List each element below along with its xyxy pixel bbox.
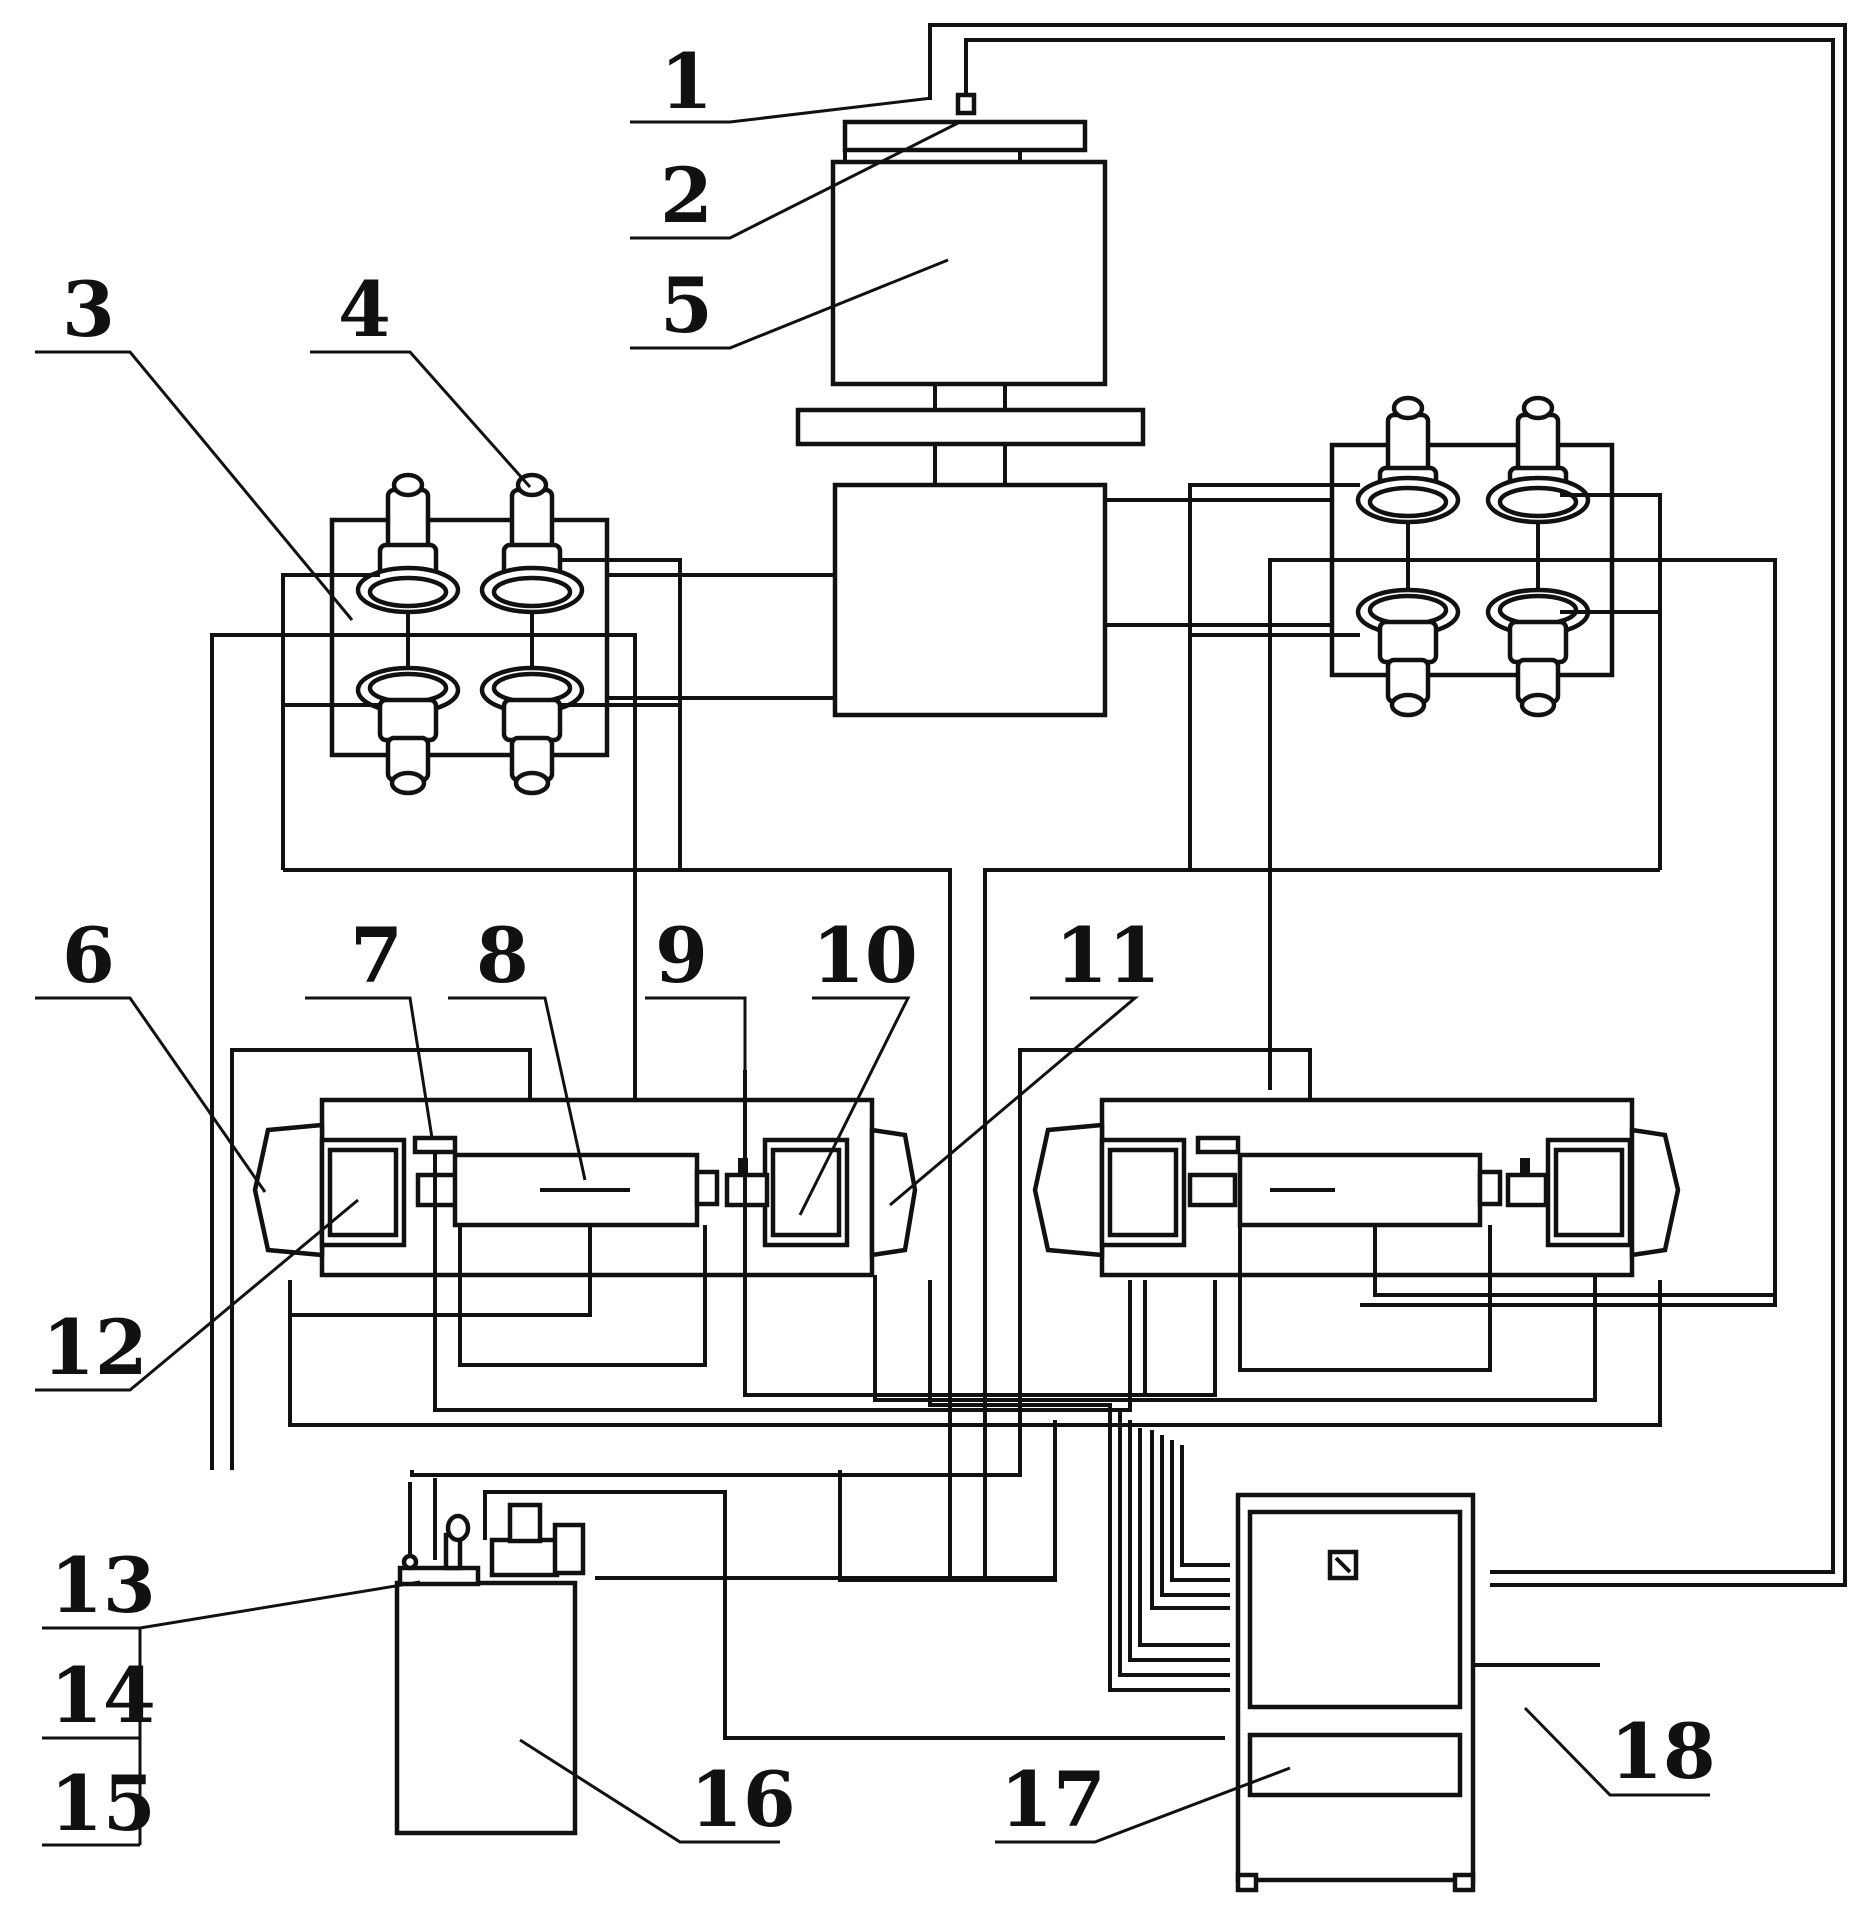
cylinder-pipes <box>230 1048 1775 1582</box>
motor-5 <box>830 150 1108 410</box>
label-4: 4 <box>338 265 391 354</box>
left-pump-top-right <box>479 472 585 615</box>
label-12: 12 <box>42 1303 148 1392</box>
gearbox <box>832 482 1108 718</box>
label-5: 5 <box>660 261 713 350</box>
label-8: 8 <box>476 911 529 1000</box>
right-pump-bottom-left <box>1355 587 1461 718</box>
label-18: 18 <box>1610 1707 1716 1796</box>
hydraulic-valves-13-15 <box>397 1478 1225 1740</box>
middle-flange <box>795 407 1146 485</box>
label-1: 1 <box>660 37 713 126</box>
pump-pipes <box>210 483 1777 1580</box>
right-cylinder-assembly <box>1032 1097 1681 1278</box>
left-pump-bottom-left <box>355 665 461 796</box>
label-15: 15 <box>50 1759 156 1848</box>
label-3: 3 <box>62 265 115 354</box>
label-13: 13 <box>50 1541 156 1630</box>
right-pump-top-right <box>1485 395 1591 525</box>
control-cabinet-17 <box>1235 1492 1600 1893</box>
label-7: 7 <box>350 911 403 1000</box>
label-14: 14 <box>50 1651 156 1740</box>
left-pump-bottom-right <box>479 665 585 796</box>
right-pump-top-left <box>1355 395 1461 525</box>
sensor-2 <box>955 92 977 116</box>
left-pump-group <box>329 517 610 758</box>
label-10: 10 <box>812 911 918 1000</box>
leader-lines <box>35 96 1710 1847</box>
label-16: 16 <box>690 1755 796 1844</box>
labels: 1 2 5 3 4 6 7 8 9 10 11 12 13 14 15 16 1… <box>42 37 1716 1848</box>
signal-lines <box>928 23 1847 1692</box>
left-cylinder-assembly <box>252 1097 918 1278</box>
hydraulic-tank-16 <box>394 1580 578 1836</box>
left-pump-top-left <box>355 472 461 615</box>
label-17: 17 <box>1000 1755 1106 1844</box>
label-9: 9 <box>655 911 708 1000</box>
label-11: 11 <box>1055 911 1161 1000</box>
top-flange <box>842 119 1088 153</box>
label-2: 2 <box>660 151 713 240</box>
label-6: 6 <box>62 911 115 1000</box>
